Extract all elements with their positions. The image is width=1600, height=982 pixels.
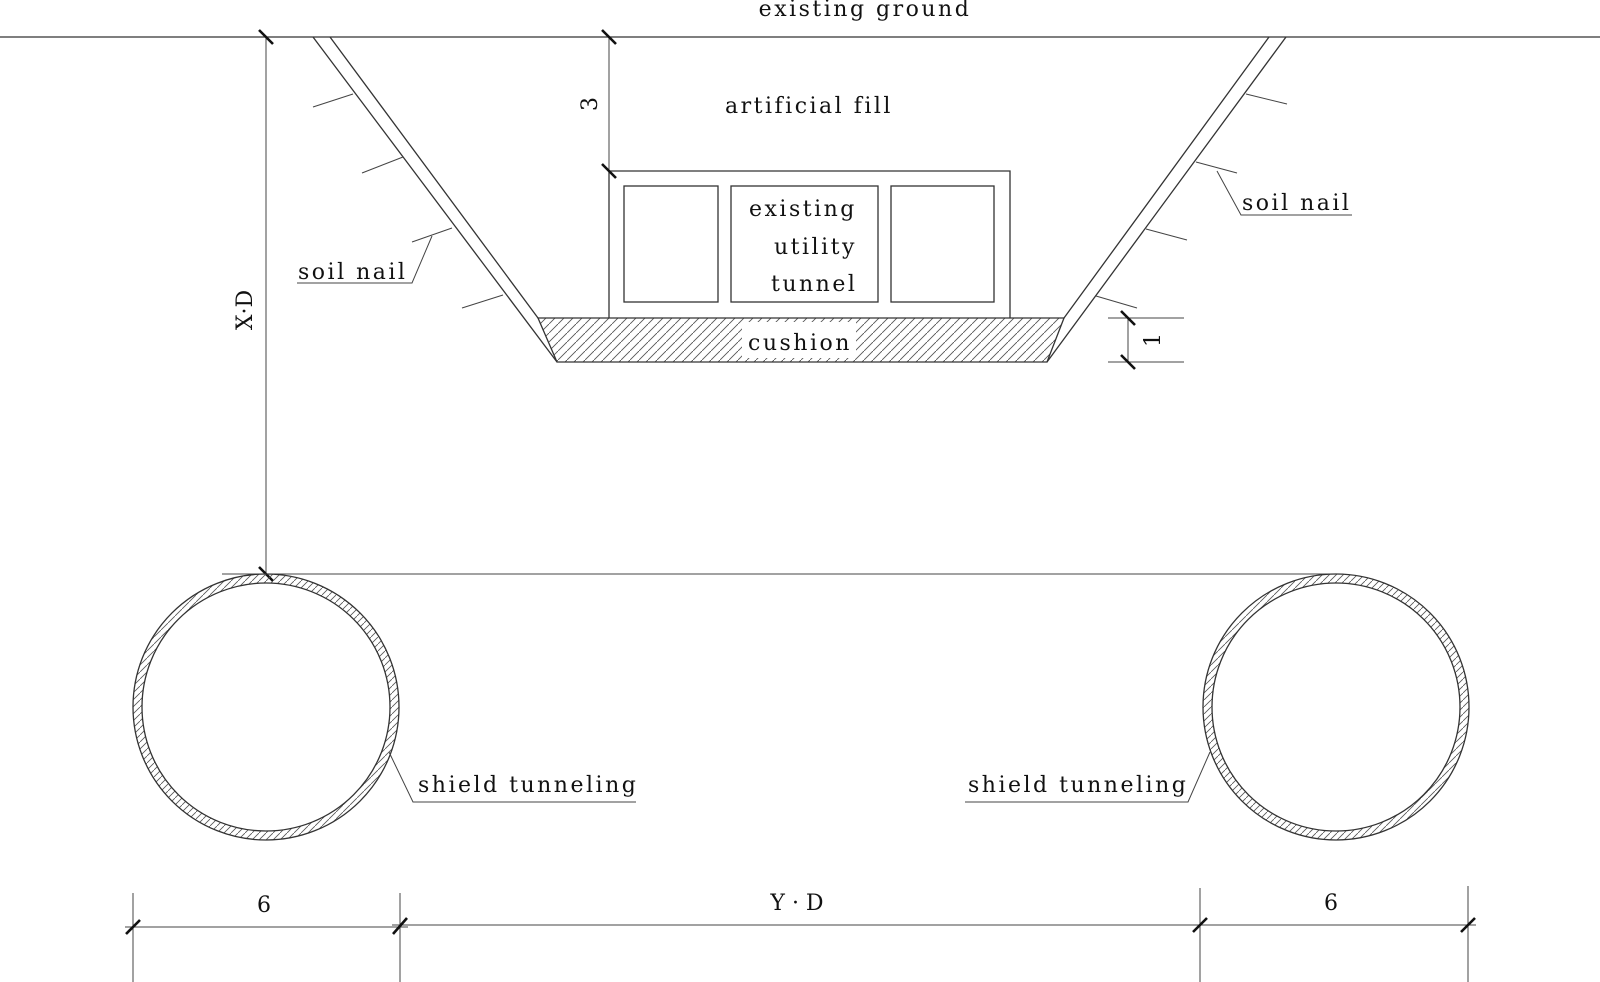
- soil-nails-right: [1095, 93, 1288, 309]
- dimension-tick: [1192, 917, 1208, 933]
- dimension-cushion-thickness: 1: [1108, 310, 1184, 370]
- dimension-tick: [1460, 917, 1476, 933]
- utility-tunnel-cell-right: [890, 185, 995, 303]
- left-tunnel-diameter-value: 6: [257, 893, 271, 918]
- soil-nail-left-leader: [297, 235, 433, 284]
- dimension-tick: [601, 163, 617, 179]
- utility-tunnel-cell-left: [623, 185, 719, 303]
- utility-tunnel-label-1: existing: [749, 197, 857, 222]
- cushion-layer: cushion: [537, 317, 1065, 363]
- dimension-tick: [601, 29, 617, 45]
- soil-nail-right-leader: [1216, 170, 1352, 216]
- utility-tunnel-outline: [608, 170, 1011, 318]
- shield-tunnel-right: [1202, 573, 1470, 841]
- soil-nail: [361, 156, 404, 174]
- utility-tunnel: existing utility tunnel: [608, 170, 1011, 318]
- dimension-tick: [125, 919, 141, 935]
- dimension-fill-depth: 3: [578, 29, 617, 179]
- soil-nail-left-label: soil nail: [298, 260, 407, 285]
- excavation-pit: [312, 36, 1287, 363]
- existing-ground-label: existing ground: [759, 0, 972, 22]
- shield-tunneling-left-leader: [388, 751, 636, 803]
- cushion-label: cushion: [748, 331, 852, 356]
- shield-tunneling-right-label: shield tunneling: [968, 773, 1188, 798]
- dimension-depth-to-tunnel: X·D: [233, 29, 274, 582]
- soil-nail: [411, 227, 453, 243]
- soil-nail: [1245, 93, 1288, 105]
- utility-tunnel-label-3: tunnel: [771, 272, 857, 297]
- pit-right-slope-inner: [1063, 36, 1270, 319]
- soil-nail: [312, 93, 354, 108]
- soil-nail: [1195, 161, 1238, 174]
- tunnel-lining-inner: [1211, 582, 1461, 832]
- soil-nail: [461, 294, 504, 309]
- shield-tunneling-right-leader: [965, 751, 1211, 803]
- soil-nail: [1095, 295, 1138, 309]
- utility-tunnel-cell-middle: [730, 185, 879, 303]
- depth-to-tunnel-value: X·D: [233, 290, 258, 330]
- soil-nails-left: [312, 93, 504, 309]
- tunnel-spacing-value: Y · D: [769, 891, 823, 916]
- soil-nail-right-label: soil nail: [1242, 191, 1351, 216]
- dimension-tick: [1120, 310, 1136, 326]
- cushion-label-mask: [742, 322, 856, 358]
- pit-left-slope-outer: [312, 36, 558, 363]
- utility-tunnel-label-2: utility: [774, 235, 857, 260]
- shield-tunneling-left-label: shield tunneling: [418, 773, 638, 798]
- pit-left-slope-inner: [329, 36, 539, 319]
- dimension-tick: [1120, 354, 1136, 370]
- fill-depth-value: 3: [578, 97, 603, 111]
- right-tunnel-diameter-value: 6: [1324, 891, 1338, 916]
- dimension-tick: [392, 917, 408, 935]
- shield-tunnel-left: [132, 573, 400, 841]
- tunnel-lining-inner: [141, 582, 391, 832]
- soil-nail: [1145, 228, 1188, 241]
- artificial-fill-label: artificial fill: [725, 94, 893, 119]
- bottom-dimension-chain: 6 Y · D 6: [125, 886, 1476, 982]
- pit-right-slope-outer: [1046, 36, 1287, 363]
- cushion-thickness-value: 1: [1141, 333, 1166, 347]
- dimension-tick: [258, 29, 274, 45]
